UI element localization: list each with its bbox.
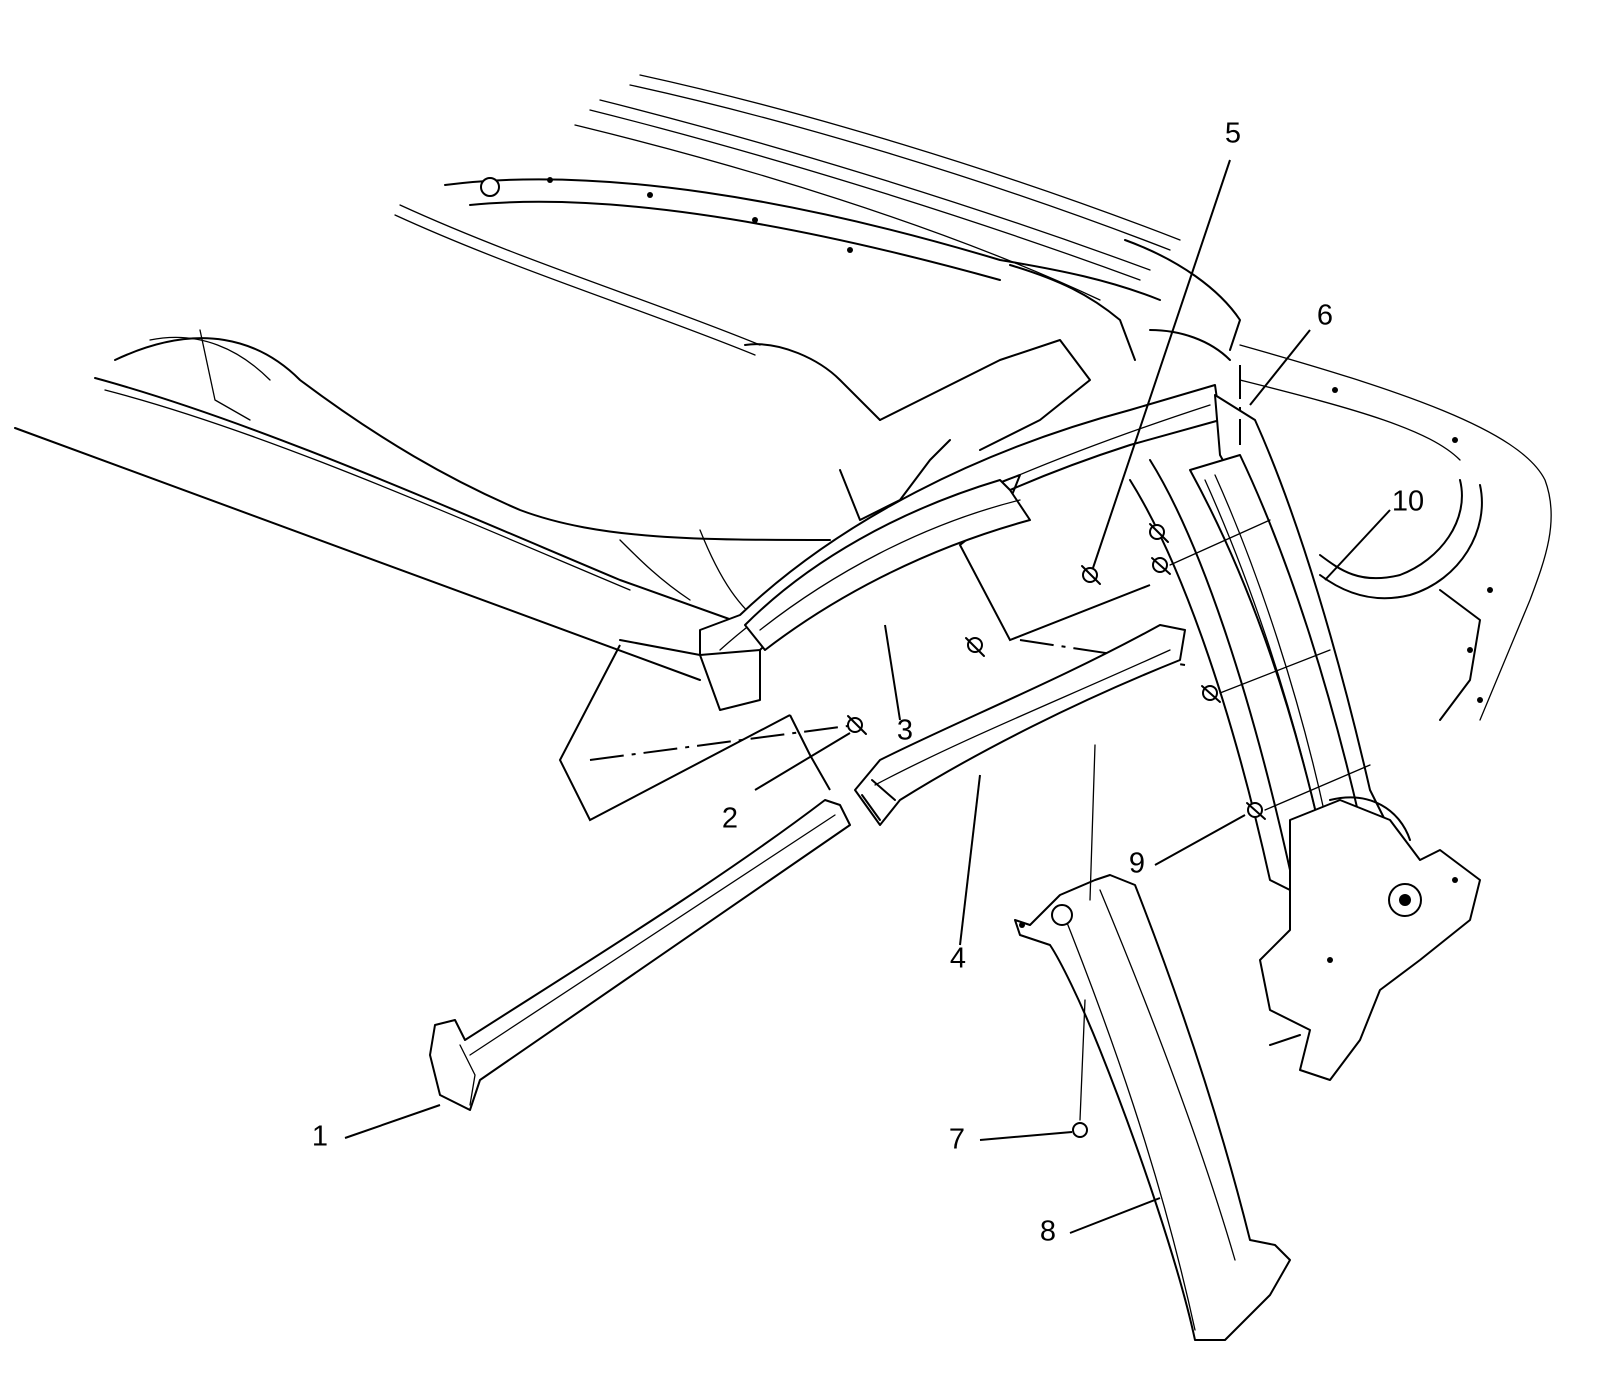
- screw-6b: [1151, 557, 1171, 575]
- callout-9: 9: [1129, 848, 1145, 880]
- screw-5: [1081, 565, 1101, 585]
- callout-3: 3: [897, 715, 913, 747]
- part-8-pillar-trim: [1014, 874, 1291, 1341]
- reference-outlines: [558, 365, 1241, 822]
- callout-6: 6: [1317, 300, 1333, 332]
- callout-5: 5: [1225, 118, 1241, 150]
- part-4-weatherstrip: [854, 624, 1186, 826]
- hinge-assembly: [1259, 796, 1481, 1081]
- screw-10: [1201, 685, 1221, 703]
- callout-labels: 1 2 3 4 5 6 7 8 9 10: [312, 118, 1424, 1248]
- callout-7: 7: [949, 1124, 965, 1156]
- screw-6a: [1149, 523, 1169, 543]
- screw-9: [1246, 802, 1266, 820]
- part-1-molding: [429, 799, 851, 1111]
- screws: [847, 519, 1371, 1138]
- screw-7: [1072, 1122, 1088, 1138]
- part-3-trim-strip: [744, 479, 1031, 651]
- callout-2: 2: [722, 803, 738, 835]
- callout-8: 8: [1040, 1216, 1056, 1248]
- callout-4: 4: [950, 943, 966, 975]
- top-frame-background: [14, 74, 1552, 721]
- callout-10: 10: [1392, 486, 1424, 518]
- screw-3a: [965, 637, 985, 657]
- leader-lines: [344, 159, 1391, 1234]
- callout-1: 1: [312, 1121, 328, 1153]
- screw-2: [847, 715, 867, 735]
